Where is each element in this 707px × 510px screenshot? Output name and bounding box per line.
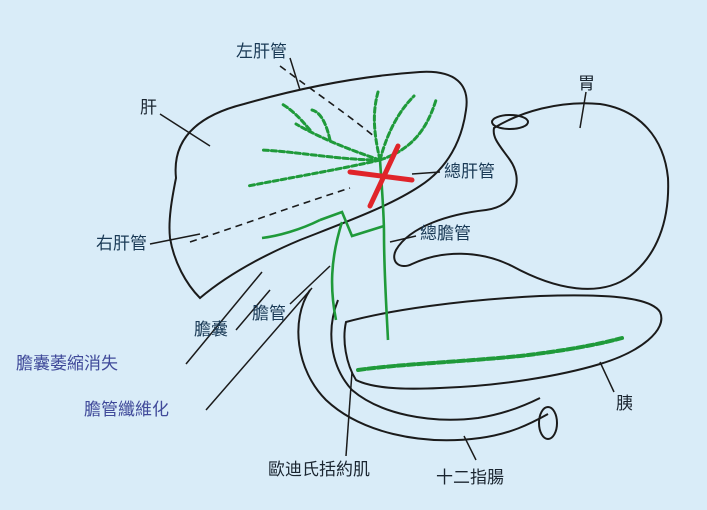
pancreatic-duct xyxy=(358,338,622,370)
pancreas-label: 胰 xyxy=(616,396,633,413)
dashed-line-lower xyxy=(190,188,350,242)
common-hepatic-duct-label: 總肝管 xyxy=(444,164,495,181)
left-hepatic-duct-label: 左肝管 xyxy=(236,44,287,61)
dashed-line-upper xyxy=(280,66,376,138)
bile-duct-fibrosis-label: 膽管纖維化 xyxy=(84,402,169,419)
esophagus-outline xyxy=(492,115,528,129)
stomach-label: 胃 xyxy=(578,76,595,93)
intrahepatic-ducts xyxy=(248,92,436,186)
liver-label: 肝 xyxy=(140,100,157,117)
leader-lines xyxy=(150,58,614,460)
liver-outline xyxy=(169,72,466,298)
right-hepatic-duct-label: 右肝管 xyxy=(96,236,147,253)
duodenum-end xyxy=(539,407,557,439)
stomach-outline xyxy=(394,103,668,289)
duodenum-label: 十二指腸 xyxy=(436,470,504,487)
gallbladder-atrophy-label: 膽囊萎縮消失 xyxy=(16,356,118,373)
common-bile-duct-label: 總膽管 xyxy=(420,226,471,243)
gallbladder-label: 膽囊 xyxy=(194,322,228,339)
bile-duct-label: 膽管 xyxy=(252,306,286,323)
sphincter-of-oddi-label: 歐迪氏括約肌 xyxy=(268,462,370,479)
